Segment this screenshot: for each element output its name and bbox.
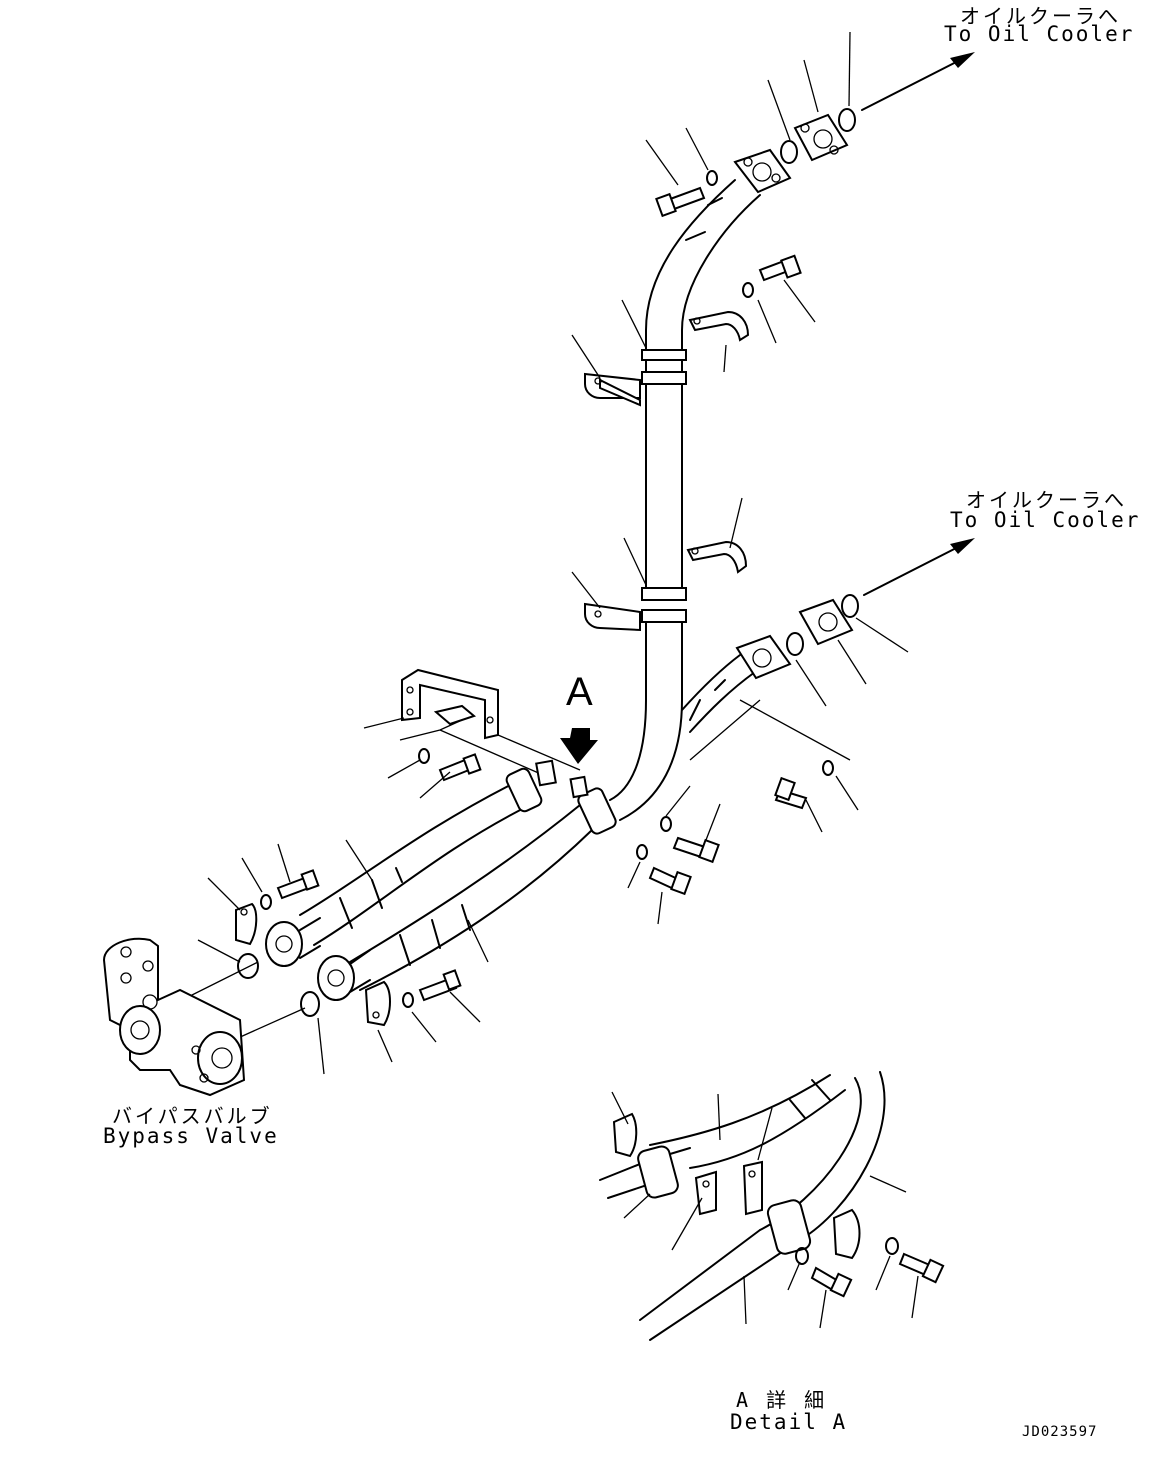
view-arrow-a — [560, 728, 598, 764]
top-flange-parts — [781, 109, 855, 163]
detail-a-label-en: Detail A — [730, 1410, 848, 1434]
bypass-valve-label-jp: バイパスバルブ — [112, 1104, 273, 1128]
top-bolt — [646, 32, 850, 216]
oil-cooler-top-label-en: To Oil Cooler — [944, 22, 1135, 46]
bypass-valve — [104, 939, 244, 1095]
middle-oil-cooler-connection — [682, 538, 975, 732]
view-letter-a: A — [566, 670, 593, 714]
bypass-valve-label-en: Bypass Valve — [103, 1124, 279, 1148]
middle-clamps — [572, 498, 746, 630]
left-fittings — [182, 840, 488, 1074]
oil-cooler-top-label-jp: オイルクーラへ — [960, 4, 1121, 28]
upper-clamps — [572, 256, 815, 405]
oil-cooler-mid-label-en: To Oil Cooler — [950, 508, 1141, 532]
top-oil-cooler-arrow — [862, 52, 975, 110]
junction-bolts — [628, 700, 858, 924]
detail-a-view — [600, 1072, 943, 1340]
oil-cooler-mid-label-jp: オイルクーラへ — [966, 488, 1127, 512]
detail-a-label-jp: A 詳 細 — [736, 1388, 828, 1412]
drawing-code: JD023597 — [1022, 1424, 1098, 1440]
upper-oil-cooler-pipe — [642, 150, 790, 622]
main-hoses — [266, 622, 682, 1000]
bracket — [364, 670, 580, 798]
